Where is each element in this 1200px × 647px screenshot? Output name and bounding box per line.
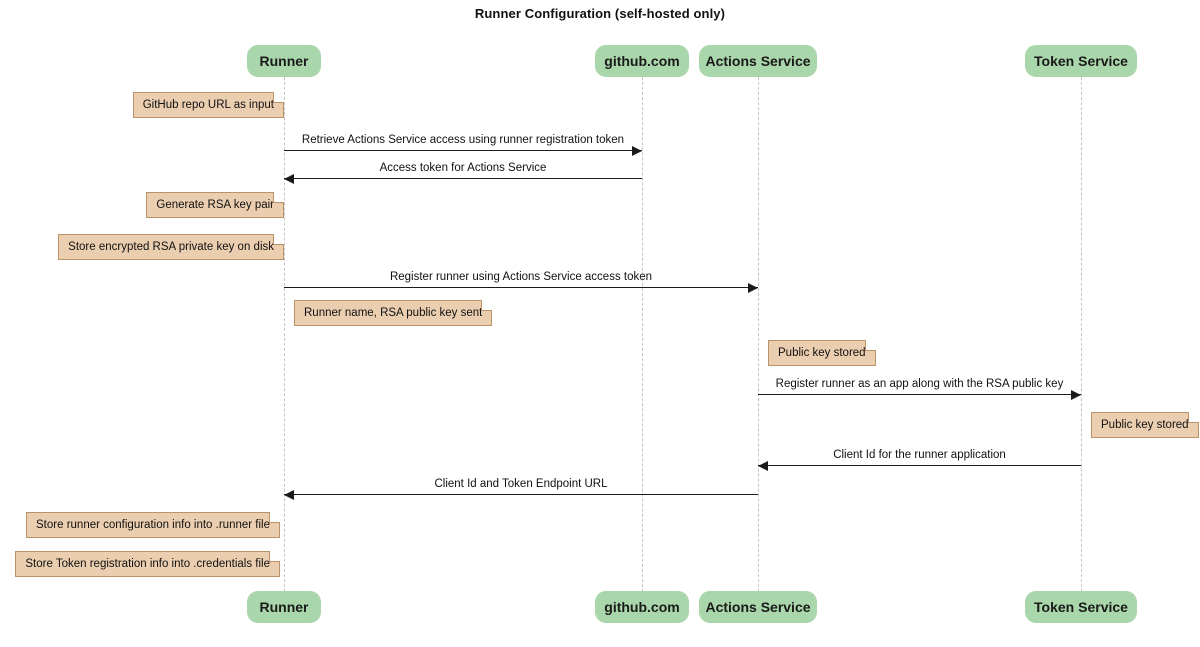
note-fold-icon <box>273 192 284 203</box>
note-fold-icon <box>269 512 280 523</box>
message-label: Register runner using Actions Service ac… <box>389 271 653 283</box>
participant-runner-bottom[interactable]: Runner <box>247 591 321 623</box>
note-text: Runner name, RSA public key sent <box>304 307 483 319</box>
message-label: Register runner as an app along with the… <box>775 378 1064 390</box>
participant-github-top[interactable]: github.com <box>595 45 689 77</box>
message-arrow-line <box>758 465 1081 466</box>
message-label: Access token for Actions Service <box>379 162 547 174</box>
participant-token-top[interactable]: Token Service <box>1025 45 1137 77</box>
note: Store Token registration info into .cred… <box>15 551 280 577</box>
participant-actions-top[interactable]: Actions Service <box>699 45 817 77</box>
note: Public key stored <box>768 340 876 366</box>
arrowhead-right-icon <box>632 145 642 156</box>
note-text: Generate RSA key pair <box>156 199 274 211</box>
note: Generate RSA key pair <box>146 192 284 218</box>
note-text: Store encrypted RSA private key on disk <box>68 241 274 253</box>
arrowhead-left-icon <box>758 460 768 471</box>
note-fold-icon <box>481 300 493 311</box>
arrowhead-left-icon <box>284 173 294 184</box>
note: Store runner configuration info into .ru… <box>26 512 280 538</box>
note-fold-icon <box>864 340 876 351</box>
lifeline-actions <box>758 77 759 592</box>
participant-github-bottom[interactable]: github.com <box>595 591 689 623</box>
note-text: Store Token registration info into .cred… <box>25 558 270 570</box>
note: Store encrypted RSA private key on disk <box>58 234 284 260</box>
lifeline-github <box>642 77 643 592</box>
arrowhead-left-icon <box>284 489 294 500</box>
message-arrow-line <box>284 150 642 151</box>
note-text: Public key stored <box>778 347 866 359</box>
note-fold-icon <box>1187 412 1199 423</box>
message-arrow-line <box>284 178 642 179</box>
note: Public key stored <box>1091 412 1199 438</box>
arrowhead-right-icon <box>748 282 758 293</box>
participant-actions-bottom[interactable]: Actions Service <box>699 591 817 623</box>
message-arrow-line <box>284 494 758 495</box>
note-text: GitHub repo URL as input <box>142 99 274 111</box>
note: Runner name, RSA public key sent <box>294 300 493 326</box>
message-arrow-line <box>758 394 1081 395</box>
diagram-title: Runner Configuration (self-hosted only) <box>474 6 726 21</box>
note-fold-icon <box>273 234 284 245</box>
participant-runner-top[interactable]: Runner <box>247 45 321 77</box>
lifeline-runner <box>284 77 285 592</box>
message-label: Client Id for the runner application <box>833 449 1006 461</box>
message-arrow-line <box>284 287 758 288</box>
message-label: Retrieve Actions Service access using ru… <box>301 134 625 146</box>
note-fold-icon <box>273 92 284 103</box>
note-text: Store runner configuration info into .ru… <box>36 519 270 531</box>
note: GitHub repo URL as input <box>132 92 284 118</box>
lifeline-token <box>1081 77 1082 592</box>
arrowhead-right-icon <box>1071 389 1081 400</box>
note-fold-icon <box>269 551 280 562</box>
participant-token-bottom[interactable]: Token Service <box>1025 591 1137 623</box>
note-text: Public key stored <box>1101 419 1189 431</box>
message-label: Client Id and Token Endpoint URL <box>434 478 608 490</box>
